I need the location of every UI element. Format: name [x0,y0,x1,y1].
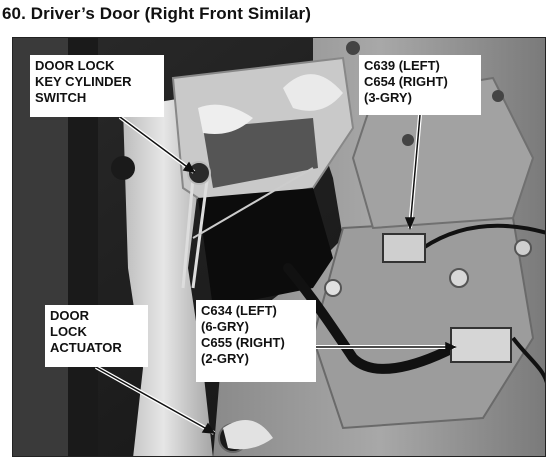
callout-line: (3-GRY) [364,90,412,105]
callout-line: C639 (LEFT) [364,58,440,73]
callout-line: (2-GRY) [201,351,249,366]
callout-c639-c654-connector: C639 (LEFT) C654 (RIGHT) (3-GRY) [359,55,481,115]
callout-line: KEY CYLINDER [35,74,132,89]
callout-line: ACTUATOR [50,340,122,355]
callout-line: LOCK [50,324,87,339]
callout-door-lock-key-cylinder-switch: DOOR LOCK KEY CYLINDER SWITCH [30,55,164,117]
figure-title: 60. Driver’s Door (Right Front Similar) [2,4,312,23]
callout-line: C655 (RIGHT) [201,335,285,350]
callout-c634-c655-connector: C634 (LEFT) (6-GRY) C655 (RIGHT) (2-GRY) [196,300,316,382]
callout-line: C654 (RIGHT) [364,74,448,89]
callout-line: C634 (LEFT) [201,303,277,318]
callout-line: DOOR LOCK [35,58,115,73]
callout-line: DOOR [50,308,89,323]
callout-line: SWITCH [35,90,87,105]
callout-door-lock-actuator: DOOR LOCK ACTUATOR [45,305,148,367]
callout-line: (6-GRY) [201,319,249,334]
